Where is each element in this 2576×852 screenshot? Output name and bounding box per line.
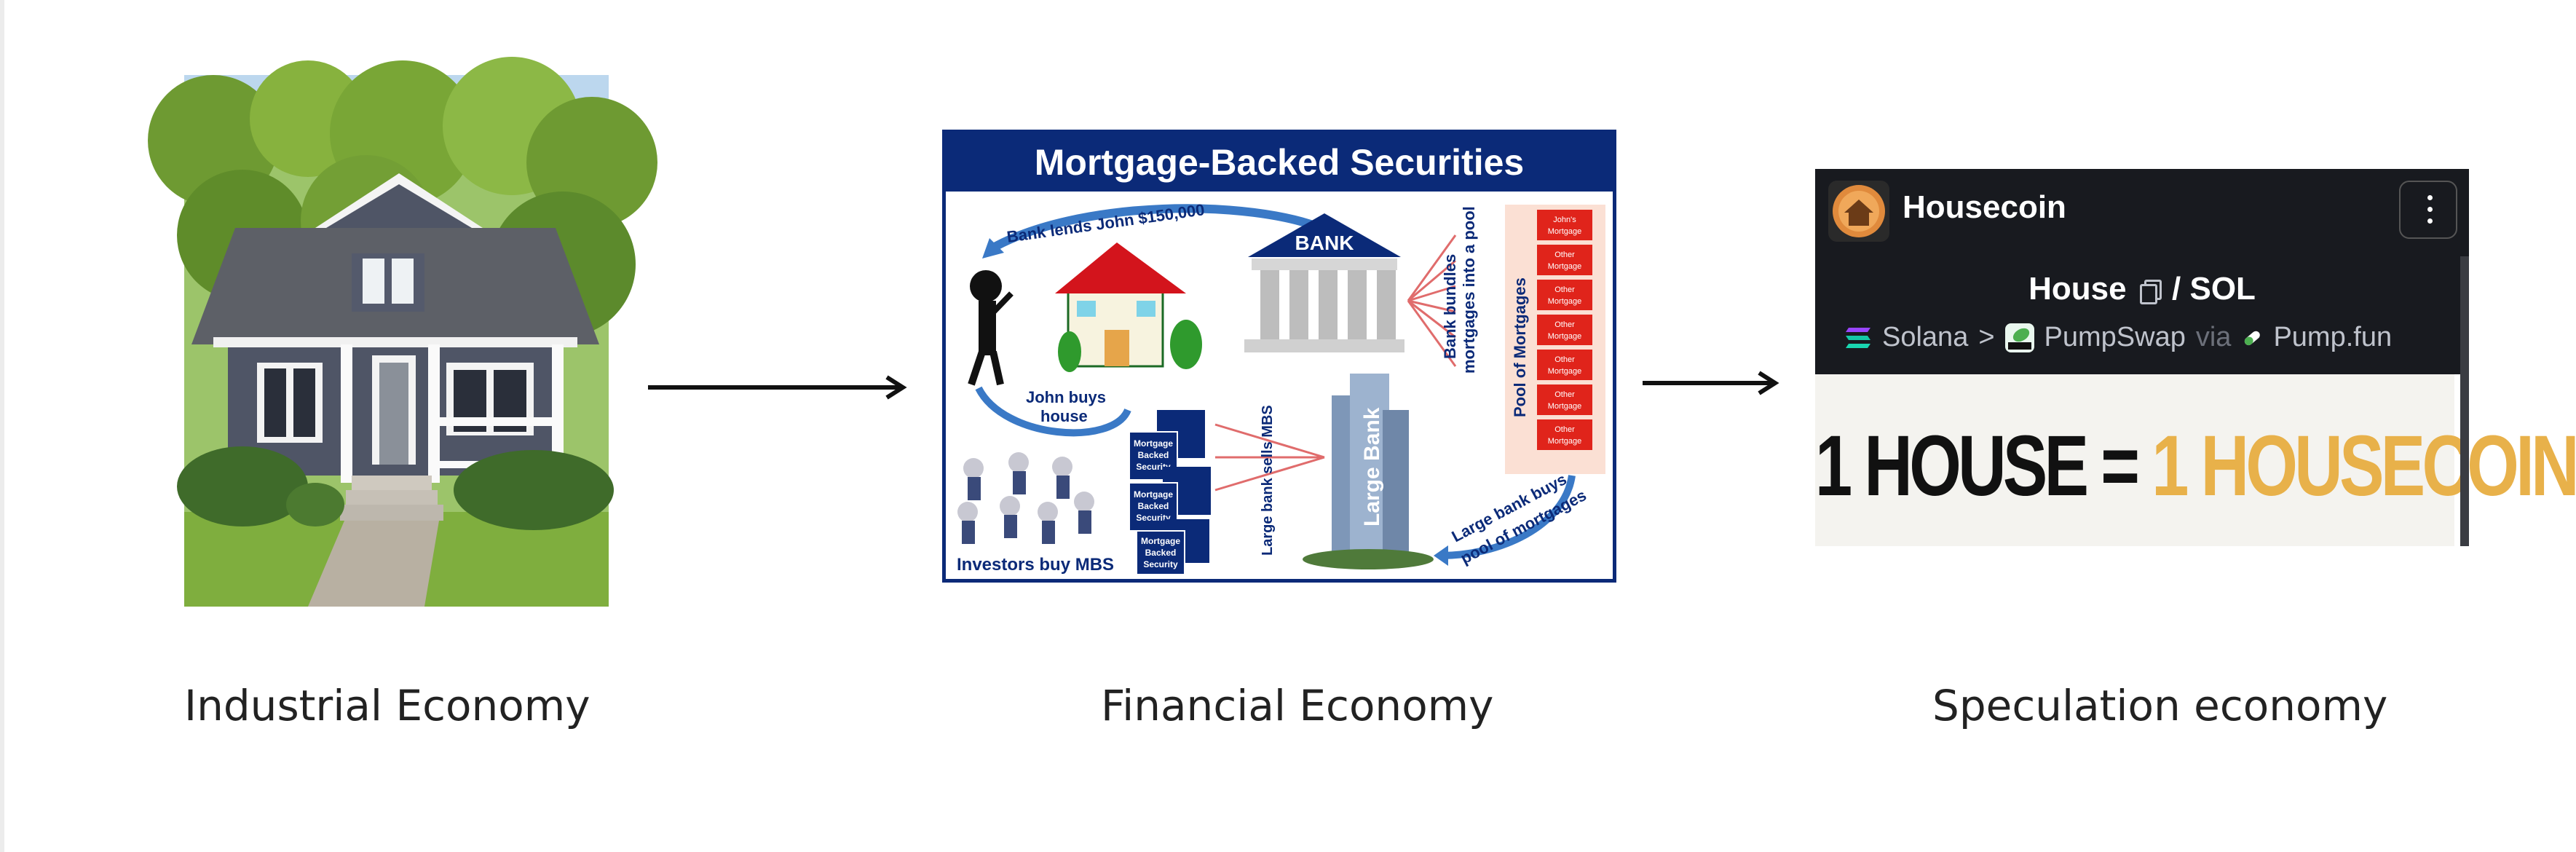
mbs-card-c3: Security [1143, 559, 1178, 569]
token-route: Solana > PumpSwap via Pump.fun [1844, 322, 2392, 353]
other-mortgage-b2: Mortgage [1548, 297, 1581, 306]
bank-lends-text: Bank lends John $150,000 [1005, 200, 1206, 246]
kebab-menu-icon [2427, 195, 2433, 224]
johns-mortgage-1: John's [1553, 216, 1576, 224]
arrow-right-icon [648, 375, 907, 400]
mbs-card-a3: Security [1136, 462, 1171, 472]
investors-icon [957, 452, 1094, 544]
more-options-button[interactable] [2399, 181, 2457, 239]
scrollbar[interactable] [2460, 256, 2469, 546]
slogan-right: 1 HOUSECOIN [2152, 418, 2576, 514]
mbs-card-a1: Mortgage [1134, 438, 1173, 449]
token-banner: 1 HOUSE = 1 HOUSECOIN [1815, 374, 2576, 546]
other-mortgage-e2: Mortgage [1548, 402, 1581, 411]
pair-quote: SOL [2189, 271, 2256, 307]
launchpad-name[interactable]: Pump.fun [2273, 322, 2393, 352]
other-mortgage-d2: Mortgage [1548, 367, 1581, 376]
other-mortgage-c2: Mortgage [1548, 332, 1581, 341]
dex-name[interactable]: PumpSwap [2044, 322, 2186, 352]
copy-icon[interactable] [2139, 280, 2162, 305]
caption-financial-economy: Financial Economy [1101, 681, 1494, 730]
mbs-title: Mortgage-Backed Securities [946, 133, 1613, 192]
other-mortgage-c1: Other [1554, 320, 1575, 329]
pool-of-mortgages: John's Mortgage Other Mortgage Other Mor… [1537, 210, 1592, 450]
investors-buy-text: Investors buy MBS [957, 555, 1114, 575]
housecoin-logo [1828, 181, 1889, 242]
pumpfun-pill-icon [2245, 331, 2261, 345]
mbs-card-c1: Mortgage [1141, 536, 1180, 546]
banner-slogan: 1 HOUSE = 1 HOUSECOIN [1815, 417, 2576, 516]
trading-pair: House / SOL [1815, 271, 2469, 307]
mbs-flow-illustration: Bank lends John $150,000 John buys house… [957, 200, 1605, 575]
john-buys-text-1: John buys [1026, 388, 1106, 406]
left-edge-bar [0, 0, 4, 852]
mbs-certificates: Mortgage Backed Security Mortgage Backed… [1129, 410, 1211, 575]
slogan-left: 1 HOUSE [1815, 418, 2089, 514]
other-mortgage-f1: Other [1554, 425, 1575, 434]
mbs-diagram: Mortgage-Backed Securities Bank lends Jo… [942, 130, 1616, 583]
house-icon [1055, 242, 1202, 372]
johns-mortgage-2: Mortgage [1548, 227, 1581, 236]
bank-bundles-text-1: Bank bundles [1441, 254, 1459, 359]
other-mortgage-a1: Other [1554, 251, 1575, 259]
other-mortgage-b1: Other [1554, 285, 1575, 294]
large-bank-tower-icon [1303, 374, 1434, 569]
caption-speculation-economy: Speculation economy [1932, 681, 2388, 730]
mbs-card-c2: Backed [1145, 548, 1177, 558]
other-mortgage-d1: Other [1554, 355, 1575, 364]
mbs-card-b3: Security [1136, 513, 1171, 523]
pool-label: Pool of Mortgages [1511, 277, 1529, 417]
mbs-card-a2: Backed [1138, 450, 1169, 460]
other-mortgage-a2: Mortgage [1548, 262, 1581, 271]
mbs-card-b2: Backed [1138, 501, 1169, 511]
arrow-right-icon [1643, 371, 1779, 395]
mbs-card-b1: Mortgage [1134, 489, 1173, 500]
housecoin-token-card: Housecoin House / SOL Solana > [1815, 169, 2576, 546]
pair-base: House [2028, 271, 2127, 307]
bank-bundles-text-2: mortgages into a pool [1460, 206, 1478, 374]
large-bank-label: Large Bank [1360, 407, 1384, 526]
bank-label: BANK [1295, 232, 1354, 254]
pumpswap-icon [2004, 323, 2034, 352]
house-coin-icon [1833, 185, 1885, 237]
other-mortgage-f2: Mortgage [1548, 437, 1581, 446]
other-mortgage-e1: Other [1554, 390, 1575, 399]
slogan-equals: = [2101, 418, 2140, 514]
large-bank-sells-text: Large bank sells MBS [1260, 405, 1276, 556]
chain-name[interactable]: Solana [1882, 322, 1969, 352]
caption-industrial-economy: Industrial Economy [184, 681, 590, 730]
bank-building-icon: BANK [1244, 213, 1404, 352]
house-photo [148, 57, 657, 607]
token-name: Housecoin [1903, 189, 2066, 225]
john-figure-icon [968, 270, 1014, 386]
solana-icon [1846, 327, 1870, 348]
via-text: via [2195, 322, 2232, 352]
pair-separator: / [2172, 271, 2181, 307]
john-buys-text-2: house [1040, 407, 1088, 425]
token-header: Housecoin House / SOL Solana > [1815, 169, 2469, 374]
route-separator: > [1978, 322, 1995, 352]
